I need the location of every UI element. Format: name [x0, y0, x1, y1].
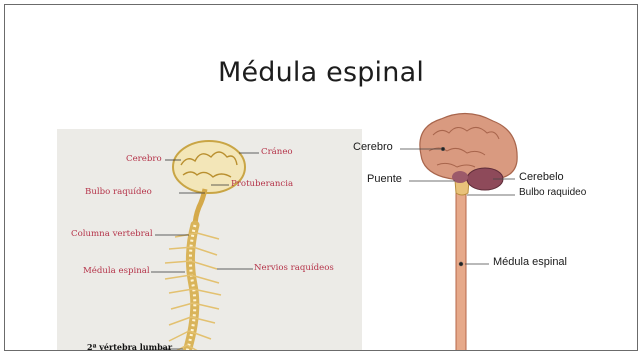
- label-cerebelo: Cerebelo: [519, 171, 564, 183]
- spinal-cord-shape: [456, 191, 466, 350]
- label-medula-right: Médula espinal: [493, 256, 567, 268]
- label-cerebro-right: Cerebro: [353, 141, 393, 153]
- slide: Médula espinal: [4, 4, 638, 351]
- label-puente: Puente: [367, 173, 402, 185]
- label-bulbo-right: Bulbo raquideo: [519, 187, 586, 198]
- brain-shape: [420, 113, 517, 180]
